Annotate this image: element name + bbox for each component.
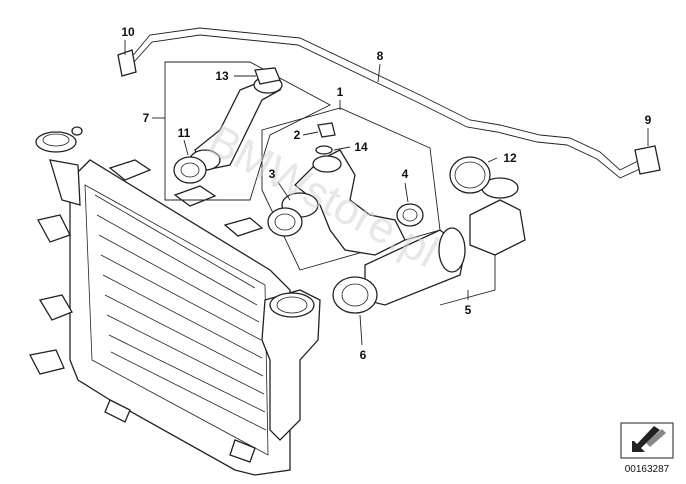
label-8: 8	[377, 49, 384, 63]
label-11: 11	[178, 126, 191, 140]
label-14: 14	[354, 140, 368, 154]
part-number: 00163287	[625, 464, 670, 475]
label-7: 7	[143, 111, 150, 125]
lower-hose-assembly	[332, 156, 526, 314]
label-4: 4	[402, 167, 409, 181]
arrow-badge-icon	[620, 422, 674, 459]
breather-hose	[117, 27, 661, 179]
label-12: 12	[503, 151, 517, 165]
label-1: 1	[337, 85, 344, 99]
label-2: 2	[294, 128, 301, 142]
label-9: 9	[645, 113, 652, 127]
radiator	[29, 126, 321, 476]
label-3: 3	[269, 167, 276, 181]
label-10: 10	[121, 25, 135, 39]
label-6: 6	[360, 348, 367, 362]
label-5: 5	[465, 303, 472, 317]
label-13: 13	[215, 69, 229, 83]
upper-hose-assembly	[164, 61, 331, 201]
callout-labels: 1 2 3 4 5 6 7 8 9 10 11 12 13 14	[121, 25, 651, 362]
leader-lines	[124, 40, 649, 346]
